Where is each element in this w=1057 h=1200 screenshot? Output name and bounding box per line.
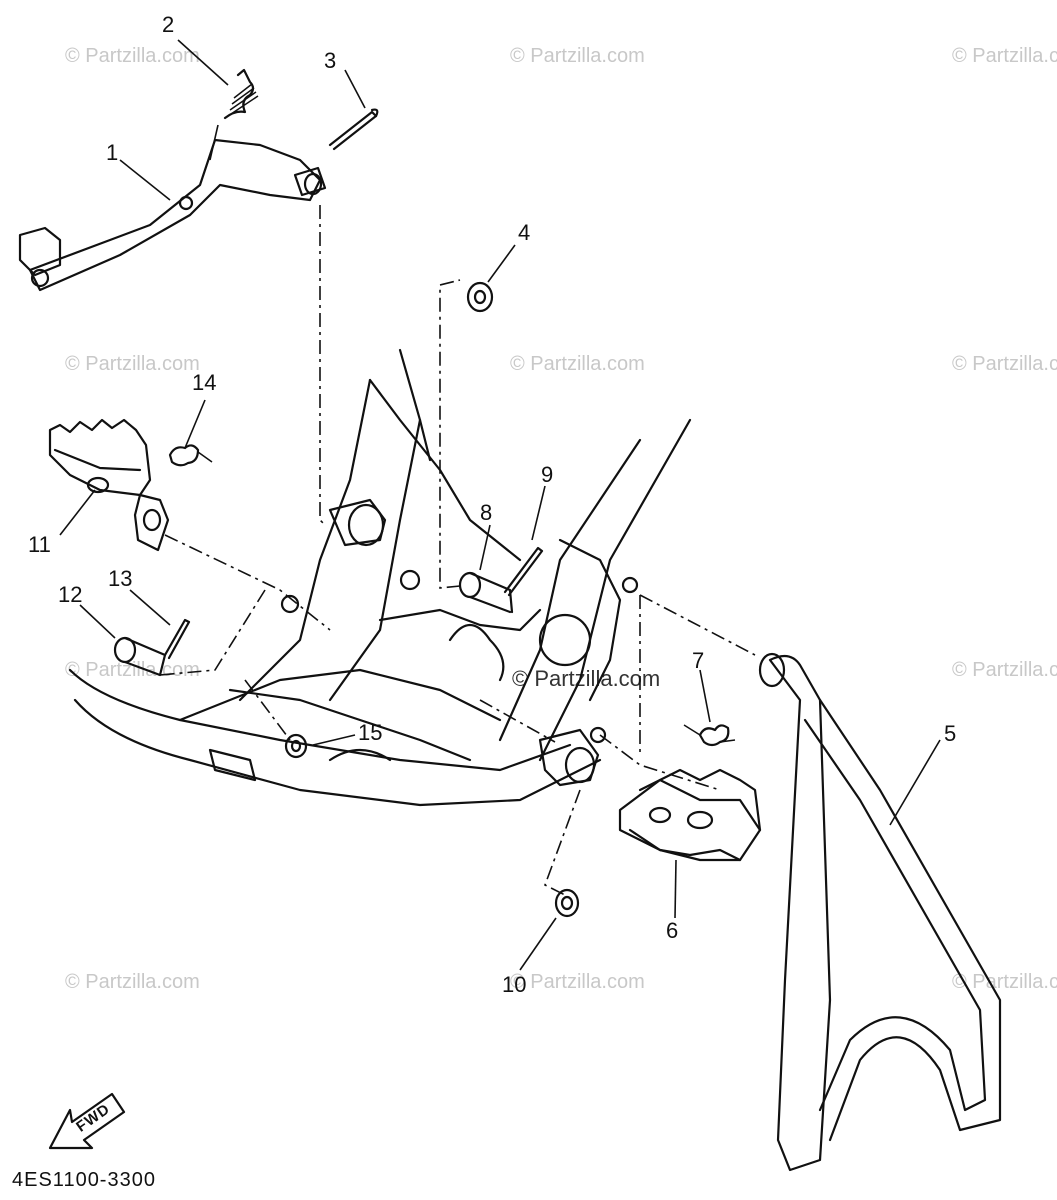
assembly-lines [159,205,756,896]
callout-15: 15 [358,720,382,745]
watermark: © Partzilla.com [952,353,1057,375]
callout-9: 9 [541,462,553,487]
callout-11: 11 [28,532,51,557]
pedal-spring [209,68,259,161]
callout-5: 5 [944,721,956,746]
right-footrest-spring [683,724,736,747]
watermark: © Partzilla.com [952,971,1057,993]
stand [758,652,1002,1172]
pedal-cotter-pin [328,108,379,151]
fwd-label: FWD [73,1100,113,1135]
washer-15 [284,733,308,759]
watermarks: © Partzilla.com © Partzilla.com © Partzi… [65,45,1057,993]
callouts: 1 2 3 4 5 6 7 8 9 10 11 12 13 14 15 [28,12,956,997]
fwd-arrow: FWD [48,1092,126,1150]
watermark: © Partzilla.com [65,353,200,375]
callout-8: 8 [480,500,492,525]
watermark: © Partzilla.com [510,353,645,375]
leader-lines [59,39,941,971]
watermark: © Partzilla.com [65,45,200,67]
callout-13: 13 [108,566,132,591]
left-cotter-pin [163,618,191,660]
frame [68,348,692,807]
washer-10 [554,888,580,918]
left-pivot-collar [113,636,167,677]
watermark: © Partzilla.com [510,971,645,993]
callout-10: 10 [502,972,526,997]
callout-12: 12 [58,582,82,607]
watermark: © Partzilla.com [952,659,1057,681]
left-footrest-spring [168,444,213,467]
watermark: © Partzilla.com [510,45,645,67]
washer-4 [466,281,494,313]
cotter-pin-9 [503,546,544,597]
center-watermark: © Partzilla.com [512,666,660,691]
callout-4: 4 [518,220,530,245]
diagram-code: 4ES1100-3300 [12,1169,156,1191]
watermark: © Partzilla.com [65,659,200,681]
watermark: © Partzilla.com [952,45,1057,67]
right-footrest [618,768,762,862]
callout-1: 1 [106,140,118,165]
callout-2: 2 [162,12,174,37]
brake-pedal [18,138,327,292]
callout-3: 3 [324,48,336,73]
callout-6: 6 [666,918,678,943]
watermark: © Partzilla.com [65,971,200,993]
callout-7: 7 [692,648,704,673]
callout-14: 14 [192,370,216,395]
left-footrest [48,418,170,552]
